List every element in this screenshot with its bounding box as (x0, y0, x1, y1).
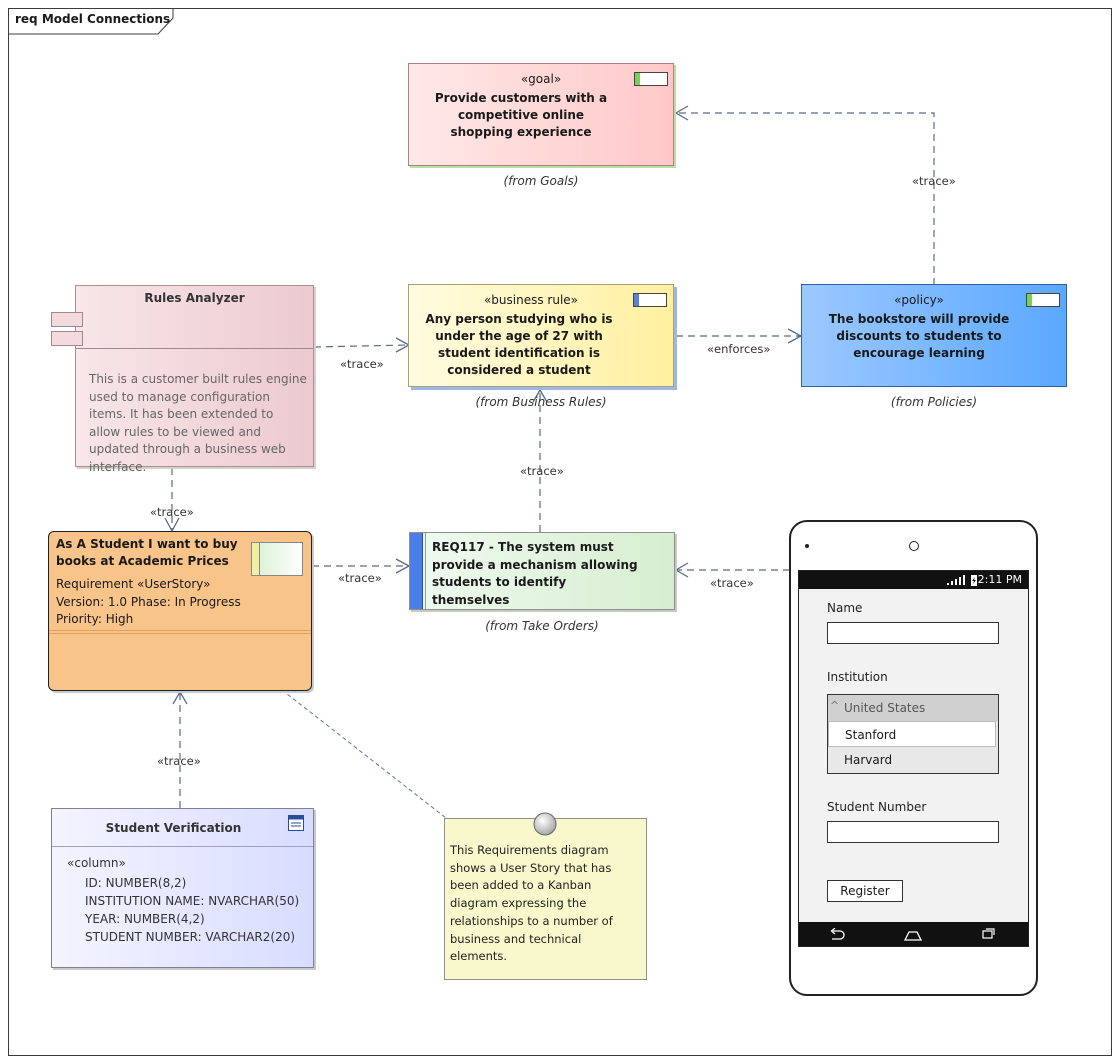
institution-group-label: United States (844, 701, 926, 715)
table-icon (288, 815, 304, 831)
home-icon[interactable] (904, 929, 922, 941)
trace-label-story-req: «trace» (338, 571, 382, 585)
signal-battery-icon (947, 575, 977, 586)
phone-camera-icon (909, 541, 919, 551)
note-link (281, 689, 447, 819)
kanban-card-icon (251, 542, 303, 576)
diagram-title: req Model Connections (15, 12, 171, 26)
trace-label-policy-goal: «trace» (912, 174, 956, 188)
policy-element[interactable]: «policy» The bookstore will provide disc… (801, 284, 1067, 387)
user-story-version: Version: 1.0 Phase: In Progress (56, 595, 241, 609)
table-column-list: ID: NUMBER(8,2) INSTITUTION NAME: NVARCH… (85, 874, 299, 946)
institution-option[interactable]: Harvard (844, 753, 893, 767)
req117-element[interactable]: REQ117 - The system must provide a mecha… (409, 532, 675, 610)
trace-label-req-business: «trace» (520, 464, 564, 478)
requirement-indicator-icon (633, 293, 667, 307)
table-title: Student Verification (105, 821, 242, 835)
rules-analyzer-description: This is a customer built rules engine us… (89, 372, 307, 474)
name-label: Name (827, 601, 863, 615)
institution-group-row[interactable]: ^ United States (828, 695, 998, 721)
business-rule-text: Any person studying who is under the age… (425, 312, 613, 377)
phone-wireframe[interactable]: 2:11 PM Name Institution ^ United States… (789, 520, 1038, 996)
frame-tab (8, 8, 174, 35)
compartment-divider (49, 630, 311, 631)
institution-label: Institution (827, 670, 888, 684)
requirement-indicator-icon (634, 72, 668, 86)
trace-label-table-story: «trace» (157, 754, 201, 768)
requirement-status-bar (410, 533, 423, 609)
compartment-divider (49, 633, 311, 634)
requirement-indicator-icon (1026, 293, 1060, 307)
student-verification-table[interactable]: Student Verification «column» ID: NUMBER… (51, 808, 314, 968)
recent-apps-icon[interactable] (982, 928, 996, 940)
connector-rules-business (313, 344, 409, 348)
student-number-field[interactable] (827, 821, 999, 843)
institution-option[interactable]: Stanford (828, 721, 996, 747)
business-rule-caption: (from Business Rules) (475, 395, 607, 409)
note-text: This Requirements diagram shows a User S… (450, 843, 613, 964)
compartment-divider (76, 348, 313, 349)
user-story-type: Requirement «UserStory» (56, 577, 211, 591)
rules-analyzer-component[interactable]: Rules Analyzer This is a customer built … (75, 285, 314, 474)
req117-text: REQ117 - The system must provide a mecha… (432, 540, 638, 607)
compartment-divider (52, 846, 313, 847)
phone-time: 2:11 PM (977, 573, 1022, 586)
connector-policy-goal (676, 112, 935, 285)
policy-stereotype: «policy» (894, 293, 944, 307)
user-story-element[interactable]: As A Student I want to buy books at Acad… (48, 531, 312, 691)
student-number-label: Student Number (827, 800, 927, 814)
user-story-title: As A Student I want to buy books at Acad… (56, 537, 238, 568)
phone-screen: 2:11 PM Name Institution ^ United States… (798, 570, 1029, 947)
back-icon[interactable] (829, 928, 845, 941)
phone-sensor-icon (805, 544, 809, 548)
status-bar-divider (425, 533, 426, 609)
business-rule-stereotype: «business rule» (483, 293, 579, 307)
goal-stereotype: «goal» (520, 72, 562, 86)
register-button[interactable]: Register (827, 880, 903, 902)
enforces-label: «enforces» (707, 342, 771, 356)
req117-caption: (from Take Orders) (485, 619, 599, 633)
note-element[interactable]: This Requirements diagram shows a User S… (444, 818, 647, 980)
trace-label-rules-story: «trace» (150, 505, 194, 519)
policy-caption: (from Policies) (890, 395, 978, 409)
table-stereotype: «column» (67, 856, 126, 870)
name-field[interactable] (827, 622, 999, 644)
component-port-icon (51, 331, 83, 346)
institution-list[interactable]: ^ United States Stanford Harvard (827, 694, 999, 774)
business-rule-element[interactable]: «business rule» Any person studying who … (408, 284, 674, 387)
phone-nav-bar (799, 922, 1028, 946)
policy-text: The bookstore will provide discounts to … (828, 312, 1010, 360)
trace-label-phone-req: «trace» (710, 576, 754, 590)
component-port-icon (51, 312, 83, 327)
trace-label-rules-business: «trace» (340, 357, 384, 371)
chevron-up-icon: ^ (830, 699, 840, 712)
table-column: YEAR: NUMBER(4,2) (85, 912, 205, 926)
user-story-priority: Priority: High (56, 612, 134, 626)
table-column: STUDENT NUMBER: VARCHAR2(20) (85, 930, 296, 944)
rules-analyzer-title: Rules Analyzer (144, 291, 245, 305)
goal-caption: (from Goals) (503, 174, 579, 188)
table-column: ID: NUMBER(8,2) (85, 876, 187, 890)
goal-text: Provide customers with a competitive onl… (434, 91, 608, 139)
phone-status-bar: 2:11 PM (799, 571, 1028, 589)
goal-element[interactable]: «goal» Provide customers with a competit… (408, 63, 674, 166)
table-column: INSTITUTION NAME: NVARCHAR(50) (85, 894, 300, 908)
diagram-frame (8, 8, 1112, 1056)
note-pin-icon (533, 812, 557, 836)
